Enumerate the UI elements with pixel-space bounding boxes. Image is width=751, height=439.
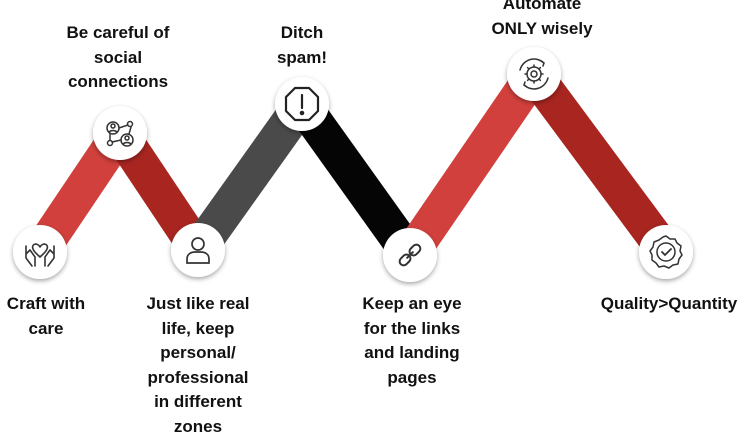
step-label-2: Be careful of social connections <box>66 23 170 91</box>
step-node-5 <box>383 228 437 282</box>
step-label-4: Ditch spam! <box>276 23 328 67</box>
step-label-6: Automate ONLY wisely <box>491 0 593 38</box>
hands-heart-icon <box>25 243 55 267</box>
step-label-7: Quality>Quantity <box>600 294 738 313</box>
step-node-2 <box>93 106 147 160</box>
step-node-6 <box>507 47 561 101</box>
connector-6 <box>519 63 681 263</box>
step-label-3: Just like real life, keep personal/ prof… <box>146 294 250 436</box>
connector-3 <box>183 93 317 261</box>
verified-badge-icon <box>649 235 683 269</box>
step-label-5: Keep an eye for the links and landing pa… <box>362 294 462 387</box>
link-icon <box>398 243 422 267</box>
connector-4 <box>287 93 425 266</box>
step-node-7 <box>639 225 693 279</box>
warning-octagon-icon <box>284 86 320 122</box>
social-connections-icon <box>106 120 134 147</box>
step-node-4 <box>275 77 329 131</box>
step-label-1: Craft with care <box>6 294 86 338</box>
connector-5 <box>395 63 549 266</box>
gear-cycle-icon <box>519 58 549 90</box>
step-node-3 <box>171 223 225 277</box>
person-icon <box>186 237 210 264</box>
step-node-1 <box>13 225 67 279</box>
